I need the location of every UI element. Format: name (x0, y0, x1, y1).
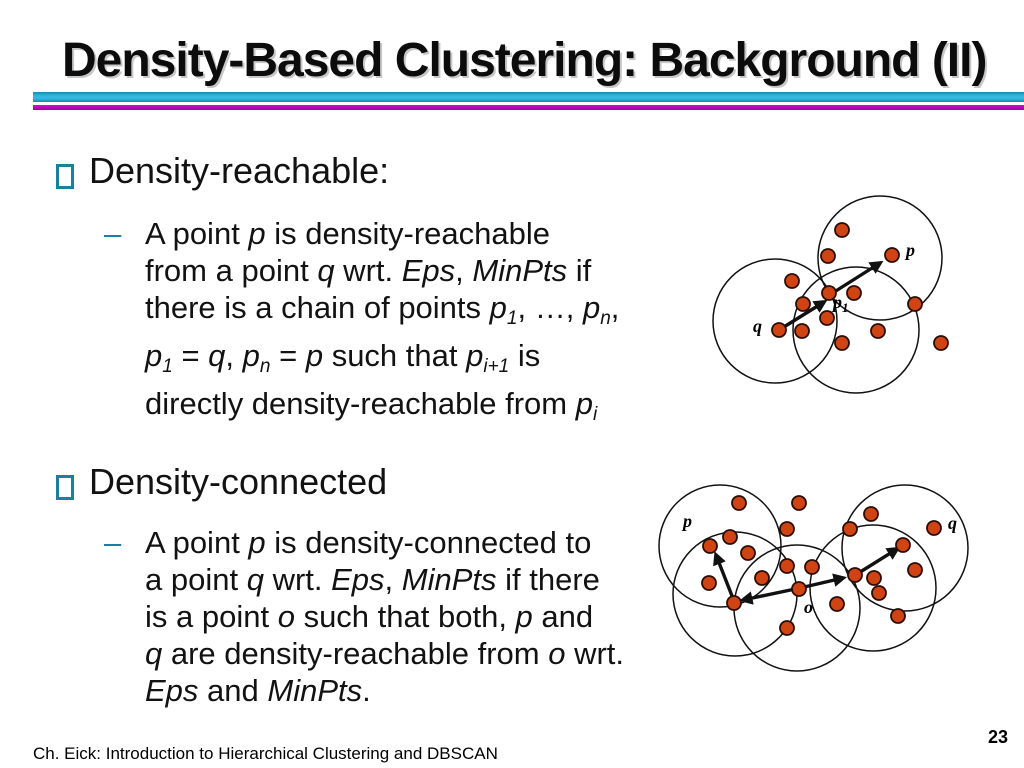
data-point-dot (794, 323, 810, 339)
dash-bullet-icon: – (104, 525, 122, 560)
square-bullet-icon (56, 475, 74, 500)
data-point-dot (804, 559, 820, 575)
eps-neighborhood-circle (841, 484, 969, 612)
point-label-p: p (681, 511, 692, 531)
data-point-dot (884, 247, 900, 263)
reachability-arrow (830, 260, 884, 296)
slide-title: Density-Based Clustering: Background (II… (62, 34, 987, 87)
data-point-dot (842, 521, 858, 537)
bullet-density-connected: Density-connected (56, 462, 387, 502)
reachability-arrow (778, 299, 828, 332)
data-point-dot (722, 529, 738, 545)
data-point-dot (870, 323, 886, 339)
data-point-dot (731, 495, 747, 511)
title-underline-cyan (33, 92, 1024, 102)
data-point-dot (784, 273, 800, 289)
data-point-dot (779, 558, 795, 574)
data-point-dot (890, 608, 906, 624)
data-point-dot (795, 296, 811, 312)
data-point-dot (779, 620, 795, 636)
footer-text: Ch. Eick: Introduction to Hierarchical C… (33, 744, 498, 763)
eps-neighborhood-circle (658, 484, 782, 608)
data-point-dot (907, 296, 923, 312)
data-point-dot (771, 322, 787, 338)
data-point-dot (834, 335, 850, 351)
eps-neighborhood-circle (817, 195, 943, 321)
density-connected-diagram: p q o (658, 484, 969, 672)
data-point-dot (791, 495, 807, 511)
data-point-dot (821, 285, 837, 301)
point-label-q: q (948, 513, 957, 533)
eps-neighborhood-circle (792, 266, 920, 394)
reachability-arrow (739, 586, 801, 605)
reachability-arrow (856, 546, 901, 576)
reachability-arrow (713, 551, 736, 602)
data-point-dot (701, 575, 717, 591)
bullet-density-reachable-label: Density-reachable: (89, 150, 390, 191)
point-label-o: o (804, 597, 813, 617)
data-point-dot (791, 581, 807, 597)
title-underline-magenta (33, 105, 1024, 110)
point-label-p: p1 (831, 292, 849, 315)
data-point-dot (846, 285, 862, 301)
data-point-dot (847, 567, 863, 583)
square-bullet-icon (56, 164, 74, 189)
data-point-dot (819, 310, 835, 326)
data-point-dot (702, 538, 718, 554)
data-point-dot (895, 537, 911, 553)
bullet-density-connected-label: Density-connected (89, 461, 388, 502)
data-point-dot (926, 520, 942, 536)
bullet-density-reachable: Density-reachable: (56, 151, 389, 191)
data-point-dot (779, 521, 795, 537)
page-number: 23 (987, 727, 1008, 747)
point-label-q: q (753, 316, 762, 336)
data-point-dot (907, 562, 923, 578)
eps-neighborhood-circle (712, 258, 838, 384)
data-point-dot (754, 570, 770, 586)
data-point-dot (726, 595, 742, 611)
data-point-dot (933, 335, 949, 351)
point-label-p: p (904, 240, 915, 260)
data-point-dot (740, 545, 756, 561)
density-reachable-diagram: q p p1 (712, 195, 949, 394)
reachability-arrow (799, 573, 847, 590)
data-point-dot (834, 222, 850, 238)
data-point-dot (866, 570, 882, 586)
data-point-dot (829, 596, 845, 612)
data-point-dot (871, 585, 887, 601)
data-point-dot (820, 248, 836, 264)
data-point-dot (863, 506, 879, 522)
eps-neighborhood-circle (809, 524, 937, 652)
dash-bullet-icon: – (104, 216, 122, 251)
